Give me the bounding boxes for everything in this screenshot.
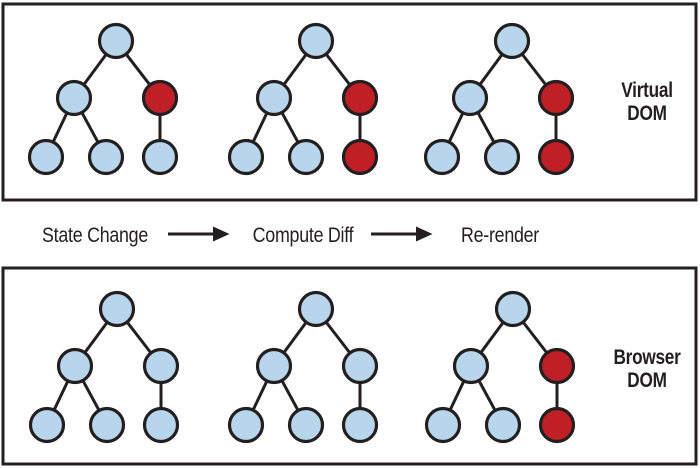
- browser-tree-3-node-left: [452, 347, 490, 385]
- virtual-tree-2-node-left: [255, 79, 293, 117]
- virtual-tree-3-node-root: [493, 22, 531, 60]
- browser-tree-2-node-right: [341, 347, 379, 385]
- browser-tree-3-node-root: [494, 290, 532, 328]
- browser-tree-1-node-right: [142, 347, 180, 385]
- browser-dom-tree-3: [424, 290, 576, 444]
- virtual-tree-1-node-left: [55, 79, 93, 117]
- browser-tree-1-node-leaf3: [142, 406, 180, 444]
- virtual-tree-2-node-leaf2: [287, 138, 325, 176]
- browser-tree-3-node-leaf2: [484, 406, 522, 444]
- virtual-tree-3-node-right: [537, 79, 575, 117]
- browser-dom-label-line1: Browser: [613, 347, 681, 370]
- arrow-state-to-diff: [168, 226, 230, 242]
- virtual-tree-2-node-right: [341, 79, 379, 117]
- browser-tree-2-node-leaf1: [227, 406, 265, 444]
- virtual-dom-label-line2: DOM: [627, 103, 666, 126]
- virtual-dom-tree-1: [27, 22, 179, 176]
- virtual-tree-1-node-leaf2: [87, 138, 125, 176]
- virtual-dom-tree-3: [423, 22, 575, 176]
- virtual-dom-tree-2: [227, 22, 379, 176]
- virtual-tree-3-node-left: [451, 79, 489, 117]
- virtual-tree-1-node-root: [97, 22, 135, 60]
- browser-tree-3-node-leaf3: [538, 406, 576, 444]
- browser-dom-tree-2: [227, 290, 379, 444]
- browser-tree-2-node-left: [255, 347, 293, 385]
- browser-tree-3-node-right: [538, 347, 576, 385]
- browser-dom-label-line2: DOM: [627, 370, 666, 393]
- virtual-tree-3-node-leaf2: [483, 138, 521, 176]
- state-change-label: State Change: [42, 224, 148, 248]
- virtual-tree-1-node-right: [141, 79, 179, 117]
- virtual-tree-2-node-leaf1: [227, 138, 265, 176]
- compute-diff-label: Compute Diff: [253, 224, 354, 248]
- browser-dom-tree-1: [28, 290, 180, 444]
- virtual-dom-label-line1: Virtual: [621, 80, 673, 103]
- browser-tree-3-node-leaf1: [424, 406, 462, 444]
- arrow-head-icon: [416, 226, 433, 242]
- virtual-tree-1-node-leaf3: [141, 138, 179, 176]
- virtual-tree-2-node-leaf3: [341, 138, 379, 176]
- re-render-label: Re-render: [461, 224, 540, 248]
- browser-tree-2-node-root: [297, 290, 335, 328]
- browser-tree-2-node-leaf2: [287, 406, 325, 444]
- browser-tree-1-node-leaf1: [28, 406, 66, 444]
- virtual-tree-3-node-leaf3: [537, 138, 575, 176]
- browser-tree-2-node-leaf3: [341, 406, 379, 444]
- virtual-dom-trees: [27, 22, 575, 176]
- browser-tree-1-node-root: [98, 290, 136, 328]
- browser-tree-1-node-left: [56, 347, 94, 385]
- virtual-tree-3-node-leaf1: [423, 138, 461, 176]
- arrow-head-icon: [213, 226, 230, 242]
- arrow-diff-to-render: [371, 226, 433, 242]
- virtual-tree-1-node-leaf1: [27, 138, 65, 176]
- virtual-tree-2-node-root: [297, 22, 335, 60]
- browser-dom-trees: [28, 290, 576, 444]
- browser-tree-1-node-leaf2: [88, 406, 126, 444]
